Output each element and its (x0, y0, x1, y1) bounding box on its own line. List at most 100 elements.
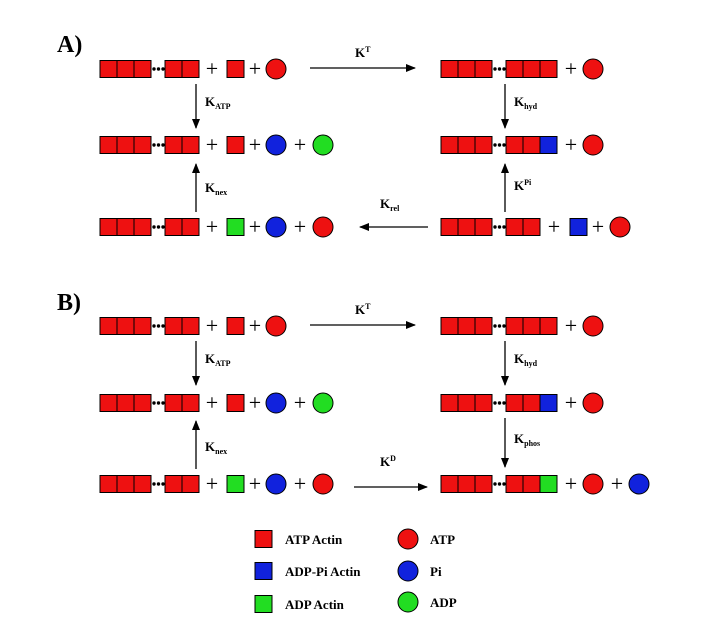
filament-subunit-atp-actin (440, 136, 459, 154)
rate-katp: KATP (205, 94, 231, 111)
plus-sign: + (249, 471, 261, 496)
atp-molecule (582, 134, 604, 156)
filament-ellipsis-dot (493, 401, 497, 405)
filament-ellipsis-dot (502, 324, 506, 328)
plus-sign: + (249, 214, 261, 239)
legend-adp-pi-actin: ADP-Pi Actin (254, 562, 361, 580)
rate-katp: KATP (205, 351, 231, 368)
filament-subunit-atp-actin (181, 394, 200, 412)
filament-ellipsis-dot (497, 482, 502, 486)
filament-ellipsis-dot (497, 225, 502, 229)
legend-atp-actin-label: ATP Actin (285, 532, 343, 547)
filament-ellipsis-dot (152, 67, 156, 71)
free-atp-actin (226, 136, 245, 154)
atp-molecule (312, 473, 334, 495)
filament-subunit-atp-actin (116, 218, 135, 236)
actin-filament (99, 218, 200, 236)
rate-krel: Krel (380, 196, 400, 213)
legend-adp-actin-label: ADP Actin (285, 597, 345, 612)
arrows-layer (192, 64, 509, 491)
rate-kphos: Kphos (514, 431, 540, 448)
filament-subunit-atp-actin (116, 60, 135, 78)
filament-subunit-atp-actin (440, 394, 459, 412)
filament-subunit-atp-actin (457, 317, 476, 335)
actin-filament (99, 475, 200, 493)
filament-subunit-atp-actin (457, 475, 476, 493)
plus-sign: + (206, 214, 218, 239)
rate-kt: KT (355, 302, 371, 317)
filament-subunit-atp-actin (116, 475, 135, 493)
free-adp-actin (226, 218, 245, 236)
filament-subunit-atp-actin (181, 136, 200, 154)
filament-ellipsis-dot (156, 143, 161, 147)
actin-filament (99, 60, 200, 78)
filament-subunit-atp-actin (440, 60, 459, 78)
legend-adp-actin: ADP Actin (254, 595, 345, 613)
filament-subunit-atp-actin (99, 475, 118, 493)
filament-ellipsis-dot (152, 401, 156, 405)
filament-subunit-atp-actin (133, 218, 152, 236)
filament-subunit-atp-actin (164, 136, 183, 154)
pi-molecule (265, 392, 287, 414)
filament-subunit-adp-pi-actin (539, 136, 558, 154)
free-adp-actin (226, 475, 245, 493)
filament-ellipsis-dot (502, 67, 506, 71)
filament-subunit-adp-pi-actin (539, 394, 558, 412)
legend-pi-label: Pi (430, 564, 442, 579)
actin-filament (440, 136, 558, 154)
filament-ellipsis-dot (152, 324, 156, 328)
filament-ellipsis-dot (493, 143, 497, 147)
filament-subunit-atp-actin (181, 475, 200, 493)
filament-subunit-atp-actin (505, 136, 524, 154)
legend-adp-pi-actin-swatch (254, 562, 273, 580)
free-adp-pi-actin (569, 218, 588, 236)
rate-khyd: Khyd (514, 94, 538, 111)
filament-ellipsis-dot (497, 324, 502, 328)
free-atp-actin (226, 317, 245, 335)
panel-a-label: A) (57, 32, 82, 58)
filament-ellipsis-dot (156, 225, 161, 229)
filament-subunit-atp-actin (457, 218, 476, 236)
filament-subunit-atp-actin (474, 475, 493, 493)
filament-ellipsis-dot (161, 225, 165, 229)
atp-molecule (265, 58, 287, 80)
actin-filament (440, 60, 558, 78)
filament-ellipsis-dot (493, 324, 497, 328)
filament-subunit-atp-actin (133, 475, 152, 493)
actin-filament (440, 475, 558, 493)
rate-kd: KD (380, 454, 396, 469)
rate-kpi: KPi (514, 178, 532, 193)
filament-subunit-atp-actin (457, 60, 476, 78)
plus-sign: + (206, 471, 218, 496)
filament-ellipsis-dot (152, 143, 156, 147)
filament-subunit-atp-actin (474, 136, 493, 154)
filament-subunit-atp-actin (164, 394, 183, 412)
filament-ellipsis-dot (161, 67, 165, 71)
filament-subunit-atp-actin (522, 394, 541, 412)
filament-ellipsis-dot (156, 324, 161, 328)
plus-sign: + (548, 214, 560, 239)
filament-subunit-atp-actin (457, 394, 476, 412)
legend-atp-swatch (397, 528, 419, 550)
legend-atp-actin: ATP Actin (254, 530, 343, 548)
panel-b-label: B) (57, 290, 81, 316)
actin-filament (440, 317, 558, 335)
atp-molecule (582, 473, 604, 495)
filament-subunit-atp-actin (522, 218, 541, 236)
atp-molecule (582, 315, 604, 337)
filament-ellipsis-dot (152, 225, 156, 229)
filament-subunit-atp-actin (99, 394, 118, 412)
filament-subunit-atp-actin (505, 317, 524, 335)
filament-ellipsis-dot (493, 67, 497, 71)
filament-ellipsis-dot (161, 482, 165, 486)
plus-sign: + (294, 214, 306, 239)
actin-filament (99, 317, 200, 335)
atp-molecule (582, 392, 604, 414)
filament-ellipsis-dot (493, 482, 497, 486)
atp-molecule (312, 216, 334, 238)
filament-subunit-atp-actin (116, 136, 135, 154)
filament-subunit-atp-actin (440, 475, 459, 493)
filament-subunit-atp-actin (99, 218, 118, 236)
filament-ellipsis-dot (152, 482, 156, 486)
